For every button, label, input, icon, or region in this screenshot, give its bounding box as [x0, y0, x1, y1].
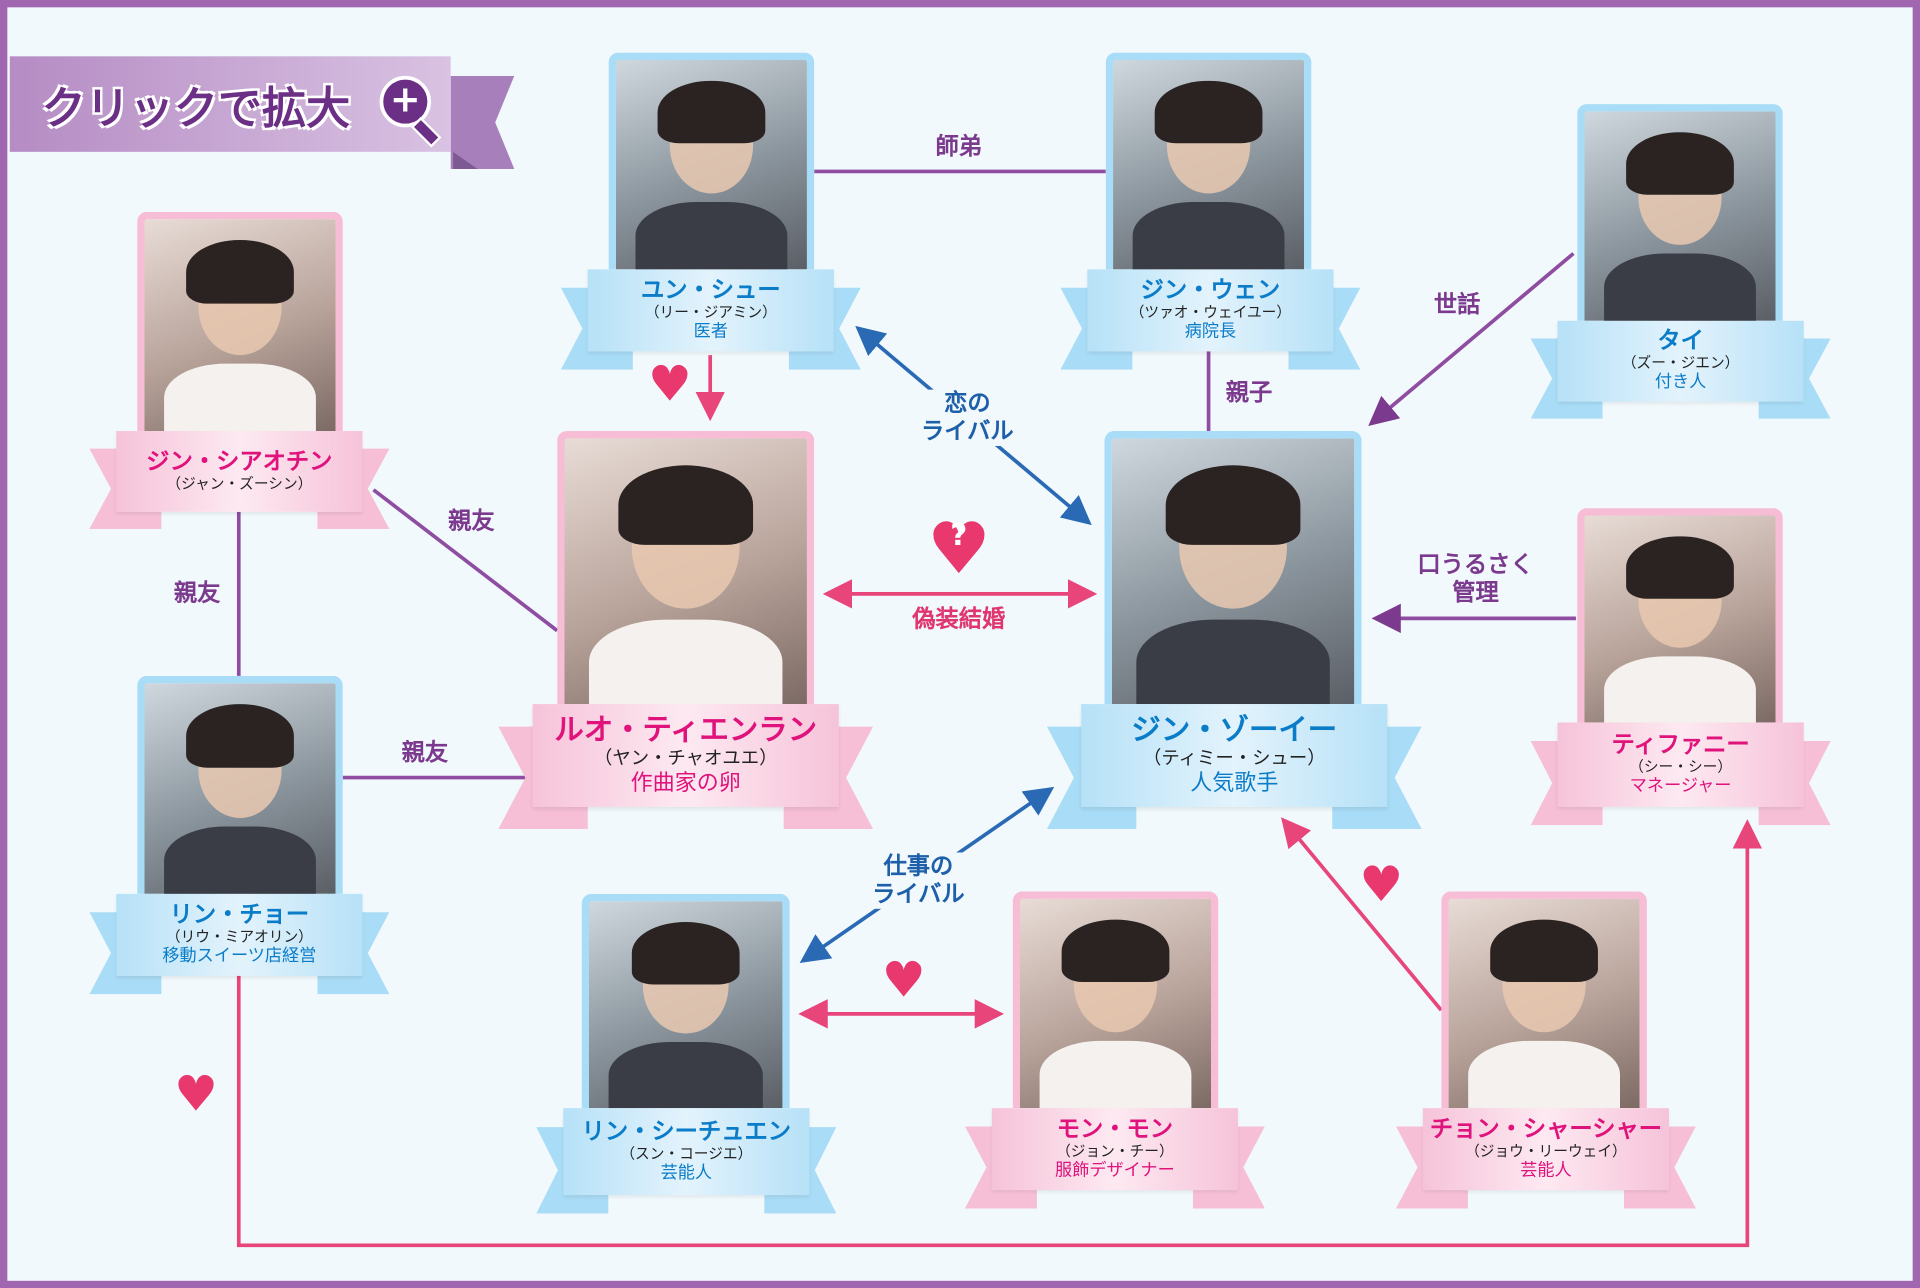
label-giso-kekkon: 偽装結婚 — [909, 605, 1008, 634]
label-sewa: 世話 — [1431, 290, 1483, 319]
ribbon-jin-xiaoqin: ジン・シアオチン（ジャン・ズーシン） — [89, 431, 390, 529]
actor-name: （ジョウ・リーウェイ） — [1465, 1142, 1627, 1160]
ribbon-lin-shichuan: リン・シーチュエン（スン・コージエ）芸能人 — [536, 1108, 837, 1214]
photo-jin-xiaoqin — [137, 211, 343, 432]
photo-mon-mon — [1012, 891, 1219, 1109]
photo-lin-shichuan — [581, 893, 790, 1109]
photo-tai — [1577, 104, 1783, 321]
ribbon-luo-tianlan: ルオ・ティエンラン（ヤン・チャオユエ）作曲家の卵 — [498, 704, 874, 829]
ribbon-jin-wen: ジン・ウェン（ツァオ・ウェイユー）病院長 — [1060, 269, 1361, 370]
ribbon-yun-xu: ユン・シュー（リー・ジアミン）医者 — [560, 269, 861, 370]
character-name: チョン・シャーシャー — [1429, 1115, 1663, 1143]
actor-name: （スン・コージエ） — [620, 1144, 753, 1162]
character-name: ジン・ゾーイー — [1131, 713, 1338, 748]
character-name: ジン・ウェン — [1140, 277, 1281, 304]
label-shinyu-c: 親友 — [399, 739, 451, 768]
arrow-sewa — [1368, 252, 1575, 426]
zoom-banner[interactable]: クリックで拡大 + — [9, 56, 515, 169]
label-oyako: 親子 — [1223, 379, 1275, 408]
photo-yun-xu — [608, 52, 815, 270]
ribbon-lin-zhou: リン・チョー（リウ・ミアオリン）移動スイーツ店経営 — [89, 893, 390, 995]
character-name: リン・チョー — [169, 901, 310, 929]
label-koi-rival: 恋のライバル — [918, 389, 1017, 446]
actor-name: （シー・シー） — [1629, 757, 1733, 776]
character-name: リン・シーチュエン — [581, 1117, 792, 1145]
actor-name: （ツァオ・ウェイユー） — [1129, 303, 1292, 322]
actor-name: （ティミー・シュー） — [1142, 746, 1326, 769]
actor-name: （リー・ジアミン） — [644, 303, 777, 322]
photo-jin-zeyi — [1104, 431, 1362, 705]
label-line: ライバル — [921, 417, 1014, 445]
label-shigoto-rival: 仕事のライバル — [869, 852, 968, 909]
character-role: 人気歌手 — [1190, 769, 1279, 796]
character-name: ジン・シアオチン — [146, 447, 333, 475]
heart-icon: ♥ — [881, 952, 926, 1009]
character-name: ティファニー — [1611, 731, 1750, 759]
heart-icon: ♥ — [647, 356, 692, 413]
zoom-in-icon[interactable]: + — [379, 75, 432, 128]
arrow-love-chon — [1281, 817, 1443, 1012]
label-shinyu-a: 親友 — [445, 507, 498, 536]
zoom-label: クリックで拡大 — [41, 84, 351, 135]
ribbon-mon-mon: モン・モン（ジョン・チー）服飾デザイナー — [964, 1108, 1265, 1209]
label-line: 恋の — [944, 389, 991, 417]
character-role: 移動スイーツ店経営 — [162, 946, 317, 967]
ribbon-jin-zeyi: ジン・ゾーイー（ティミー・シュー）人気歌手 — [1046, 704, 1422, 829]
character-name: ユン・シュー — [641, 277, 781, 304]
character-name: モン・モン — [1056, 1115, 1174, 1143]
label-shitei: 師弟 — [933, 132, 985, 161]
ribbon-chon-shasha: チョン・シャーシャー（ジョウ・リーウェイ）芸能人 — [1395, 1108, 1696, 1209]
label-line: 仕事の — [883, 852, 954, 880]
label-line: 管理 — [1452, 579, 1499, 607]
heart-icon: ♥ — [173, 1066, 218, 1123]
photo-luo-tianlan — [557, 431, 815, 705]
character-name: ルオ・ティエンラン — [554, 713, 818, 748]
actor-name: （ヤン・チャオユエ） — [593, 746, 778, 769]
character-role: 服飾デザイナー — [1055, 1161, 1175, 1181]
label-line: ライバル — [872, 880, 965, 908]
arrow-love-linzhou — [236, 819, 1763, 1248]
character-role: 病院長 — [1184, 322, 1237, 342]
character-role: 芸能人 — [1520, 1161, 1572, 1181]
photo-tiffany — [1577, 508, 1783, 723]
question-mark: ? — [950, 517, 968, 553]
actor-name: （リウ・ミアオリン） — [165, 928, 313, 946]
character-role: 作曲家の卵 — [630, 769, 741, 796]
character-name: タイ — [1657, 327, 1704, 355]
actor-name: （ジョン・チー） — [1056, 1142, 1174, 1160]
label-line: 口うるさく — [1417, 551, 1534, 579]
label-kanri: 口うるさく管理 — [1414, 551, 1537, 608]
label-shinyu-b: 親友 — [171, 579, 223, 608]
character-role: マネージャー — [1629, 776, 1732, 796]
line-shinyu-a — [372, 488, 559, 633]
character-role: 芸能人 — [660, 1163, 713, 1183]
photo-lin-zhou — [137, 675, 343, 894]
actor-name: （ズー・ジエン） — [1621, 354, 1740, 372]
photo-chon-shasha — [1441, 891, 1647, 1109]
heart-icon: ♥ — [1359, 857, 1404, 914]
ribbon-tai: タイ（ズー・ジエン）付き人 — [1530, 320, 1831, 419]
photo-jin-wen — [1105, 52, 1312, 270]
ribbon-tiffany: ティファニー（シー・シー）マネージャー — [1530, 722, 1831, 826]
heart-question-icon: ♥? — [926, 506, 991, 591]
character-role: 医者 — [693, 322, 728, 342]
character-role: 付き人 — [1654, 372, 1707, 393]
actor-name: （ジャン・ズーシン） — [166, 474, 313, 492]
